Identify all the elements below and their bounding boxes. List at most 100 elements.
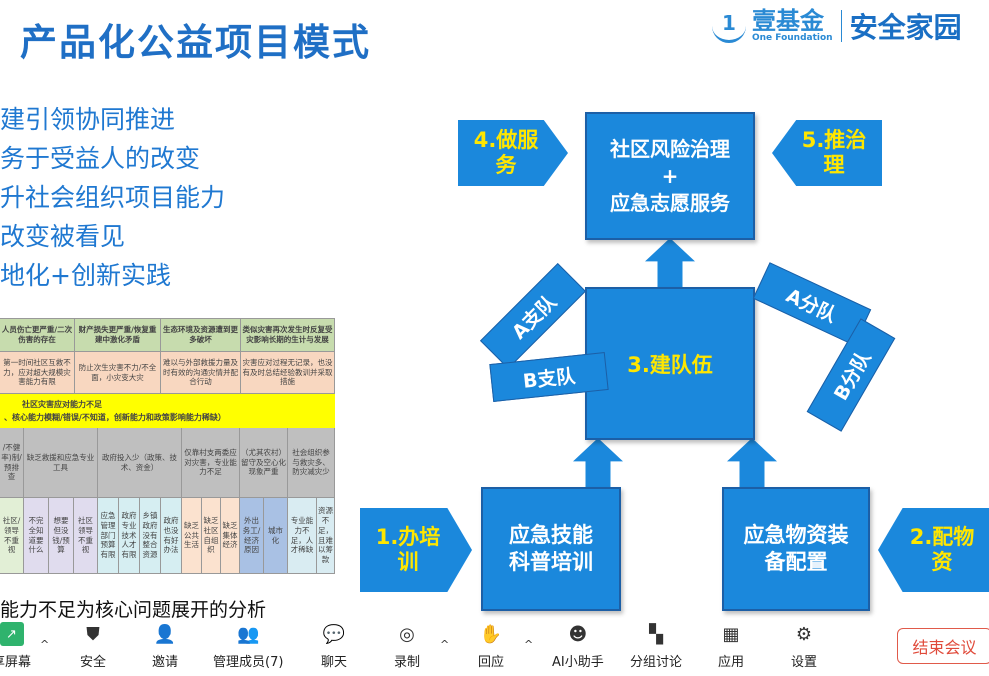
box-line: 科普培训 [509, 550, 593, 574]
box-line: 应急技能 [509, 522, 593, 547]
arrow-line: 理 [823, 153, 845, 177]
ai-assistant-button[interactable]: ☻ AI小助手 [552, 622, 604, 671]
apps-button[interactable]: ▦ 应用 [718, 622, 745, 671]
table-cell: 政府也没有好办法 [161, 498, 182, 573]
chevron-up-icon[interactable]: ^ [524, 638, 534, 651]
table-cell: 资源不足，且难以筹款 [317, 498, 335, 573]
button-label: 管理成员(7) [213, 655, 284, 670]
table-cell: 不完全知道要什么 [24, 498, 49, 573]
arrow-line: 务 [495, 153, 517, 177]
table-cell: 人员伤亡更严重/二次伤害的存在 [0, 319, 75, 351]
breakout-button[interactable]: ▚ 分组讨论 [630, 622, 683, 671]
box-line: 应急物资装 [743, 522, 849, 547]
up-arrow-icon [645, 238, 695, 290]
table-cell: 类似灾害再次发生时反复受灾影响长期的生计与发展 [241, 319, 335, 351]
table-cell: 生态环境及资源遭到更多破坏 [161, 319, 241, 351]
settings-button[interactable]: ⚙设置 [791, 622, 817, 671]
button-label: 录制 [394, 655, 421, 670]
table-cell: 政府投入少（政策、技术、资金） [98, 428, 182, 497]
button-label: 回应 [478, 655, 505, 670]
table-cell: 外出务工/经济原因 [240, 498, 264, 573]
table-cell: 灾害应对过程无记录，也没有及时总结经验教训并采取措施 [241, 352, 335, 393]
table-cell: 仅靠村支两委应对灾害，专业能力不足 [182, 428, 240, 497]
supplies-box: 应急物资装 备配置 [722, 487, 870, 611]
up-arrow-icon [573, 438, 623, 490]
record-icon: ◎ [399, 623, 415, 645]
button-label: 应用 [718, 655, 745, 670]
table-cell: 社会组织参与救灾多、防灾减灾少 [288, 428, 335, 497]
table-cell: 难以与外部救援力量及时有效的沟通灾情并配合行动 [161, 352, 241, 393]
training-box: 应急技能 科普培训 [481, 487, 621, 611]
core-problem-detail: 、核心能力模糊/错误/不知道，创新能力和政策影响能力稀缺） [4, 411, 226, 422]
table-cell: 社区领导不重视 [74, 498, 98, 573]
table-cell: 防止次生灾害不力/不全面，小灾变大灾 [75, 352, 161, 393]
arrow-line: 4.做服 [473, 127, 539, 152]
button-label: 享屏幕 [0, 655, 32, 670]
apps-icon: ▦ [722, 623, 740, 645]
bullet-item: 务于受益人的改变 [0, 144, 201, 173]
end-meeting-button[interactable]: 结束会议 [897, 628, 989, 664]
table-cell: 专业能力不足，人才稀缺 [288, 498, 317, 573]
box-line: + [661, 163, 679, 188]
bullet-item: 建引领协同推进 [0, 105, 176, 134]
meeting-toolbar: ↗享屏幕 ^ ⛊安全 👤邀请 👥管理成员(7) 💬聊天 ◎录制 ^ ✋回应 ^ … [0, 618, 989, 676]
button-label: AI小助手 [552, 655, 604, 670]
logo-brand: 安全家园 [849, 11, 962, 44]
table-cell: /不健率)制/预排查 [0, 428, 24, 497]
table-cell: 应急管理部门预算有限 [98, 498, 119, 573]
box-line: 社区风险治理 [610, 136, 730, 161]
up-arrow-icon [727, 438, 777, 490]
chat-button[interactable]: 💬聊天 [321, 622, 348, 671]
chevron-up-icon[interactable]: ^ [440, 638, 450, 651]
invite-button[interactable]: 👤 邀请 [152, 622, 179, 671]
security-button[interactable]: ⛊ 安全 [80, 622, 107, 671]
table-cell: 缺乏救援和应急专业工具 [24, 428, 98, 497]
manage-members-button[interactable]: 👥管理成员(7) [213, 622, 284, 671]
button-label: 邀请 [152, 655, 179, 670]
logo-cn: 壹基金 [752, 7, 824, 35]
box-line: 应急志愿服务 [610, 190, 730, 215]
button-label: 聊天 [321, 655, 348, 670]
b-squad-tag: B分队 [806, 318, 896, 432]
bullet-item: 地化+创新实践 [0, 261, 171, 290]
supplies-arrow: 2.配物 资 [878, 508, 989, 592]
table-cell: 缺乏社区自组织 [202, 498, 221, 573]
a-team-tag: A支队 [479, 262, 587, 370]
arrow-line: 训 [397, 550, 419, 574]
table-cell: 缺乏公共生活 [182, 498, 202, 573]
arrow-line: 5.推治 [801, 127, 867, 152]
shield-icon: ⛊ [86, 623, 100, 645]
box-line: 备配置 [764, 550, 828, 574]
logo-en: One Foundation [752, 33, 833, 43]
table-cell: （尤其农村）留守及空心化现象严重 [240, 428, 288, 497]
table-caption: 能力不足为核心问题展开的分析 [0, 599, 267, 621]
table-cell: 财产损失更严重/恢复重建中激化矛盾 [75, 319, 161, 351]
table-cell: 政府专业技术人才有限 [119, 498, 140, 573]
arrow-line: 资 [931, 550, 953, 574]
bullet-list: 建引领协同推进 务于受益人的改变 升社会组织项目能力 改变被看见 地化+创新实践 [0, 102, 225, 297]
breakout-icon: ▚ [649, 623, 663, 645]
table-cell: 缺乏集体经济 [221, 498, 240, 573]
smile-logo-icon: 1 [712, 9, 746, 43]
service-arrow: 4.做服 务 [458, 120, 568, 186]
record-button[interactable]: ◎ 录制 [394, 622, 421, 671]
problem-tree-table: 人员伤亡更严重/二次伤害的存在 财产损失更严重/恢复重建中激化矛盾 生态环境及资… [0, 318, 335, 574]
reaction-button[interactable]: ✋ 回应 [478, 622, 505, 671]
bullet-item: 升社会组织项目能力 [0, 183, 226, 212]
table-cell: 第一时间社区互救不力，应对超大规模灾害能力有限 [0, 352, 75, 393]
share-screen-icon: ↗ [0, 622, 24, 646]
chevron-up-icon[interactable]: ^ [40, 638, 50, 651]
reaction-icon: ✋ [479, 623, 503, 645]
bullet-item: 改变被看见 [0, 222, 126, 251]
core-problem: 社区灾害应对能力不足 [22, 399, 102, 409]
logo-divider [840, 10, 842, 42]
governance-arrow: 5.推治 理 [772, 120, 882, 186]
ai-assistant-icon: ☻ [568, 623, 588, 645]
table-cell: 城市化 [264, 498, 288, 573]
governance-box: 社区风险治理 + 应急志愿服务 [585, 112, 755, 240]
button-label: 分组讨论 [630, 655, 683, 670]
share-screen-button[interactable]: ↗ 享屏幕 [0, 622, 31, 670]
invite-user-icon: 👤 [153, 623, 177, 645]
button-label: 安全 [80, 655, 107, 670]
table-cell: 社区/领导不重视 [0, 498, 24, 573]
